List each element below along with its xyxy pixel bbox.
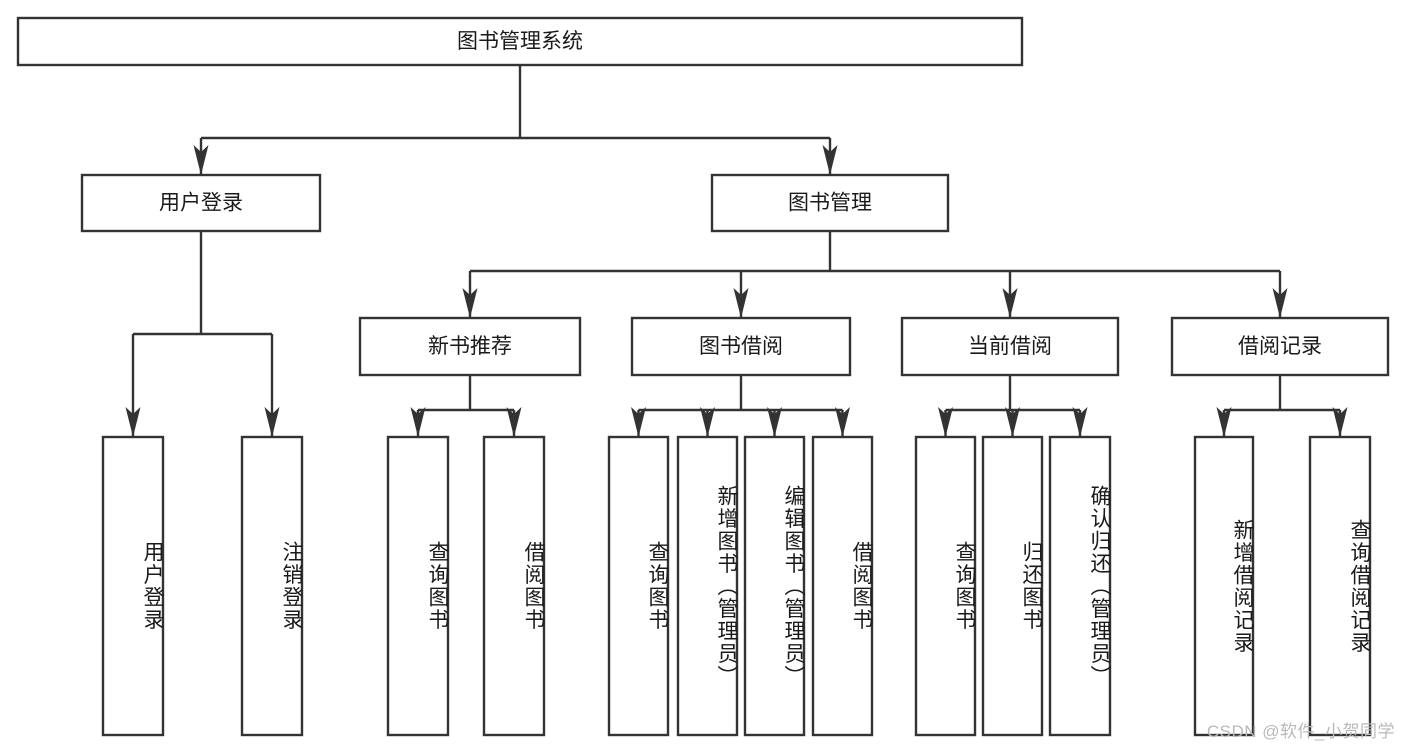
user-login-to-leaves-arrow-1 xyxy=(264,407,280,437)
book-management-to-level3-arrow-3 xyxy=(1272,288,1288,318)
borrow-record-to-leaves-arrow-0 xyxy=(1216,407,1232,437)
current-borrow-to-leaves-arrow-2 xyxy=(1072,407,1088,437)
node-box-book-management[interactable] xyxy=(710,173,950,233)
book-management-to-level3-arrow-1 xyxy=(733,288,749,318)
current-borrow-to-leaves-arrow-0 xyxy=(938,407,953,437)
book-borrow-to-leaves-arrow-3 xyxy=(835,407,850,437)
book-borrow-to-leaves-arrow-2 xyxy=(767,407,782,437)
node-box-leaf-query-book-1[interactable] xyxy=(386,435,450,737)
node-box-leaf-confirm-return[interactable] xyxy=(1048,435,1112,737)
root-to-level2-arrow-0 xyxy=(193,145,209,175)
node-box-leaf-add-book[interactable] xyxy=(676,435,739,737)
node-label-root: 图书管理系统 xyxy=(457,30,583,53)
book-management-to-level3-arrow-2 xyxy=(1002,288,1018,318)
current-borrow-to-leaves-arrow-1 xyxy=(1005,407,1020,437)
node-box-leaf-return-book[interactable] xyxy=(981,435,1044,737)
book-borrow-to-leaves-arrow-0 xyxy=(631,407,646,437)
node-box-leaf-user-logout[interactable] xyxy=(240,435,304,737)
node-label-user-login: 用户登录 xyxy=(159,192,243,215)
node-box-leaf-user-login[interactable] xyxy=(101,435,165,737)
node-box-leaf-query-book-2[interactable] xyxy=(607,435,670,737)
node-box-book-borrow[interactable] xyxy=(630,316,852,377)
node-box-new-book-recommend[interactable] xyxy=(358,316,582,377)
root-to-level2-arrow-1 xyxy=(822,145,838,175)
node-box-leaf-borrow-book-1[interactable] xyxy=(482,435,546,737)
node-box-borrow-record[interactable] xyxy=(1170,316,1390,377)
connector-layer xyxy=(125,65,1348,437)
node-box-leaf-edit-book[interactable] xyxy=(743,435,806,737)
node-label-borrow-record: 借阅记录 xyxy=(1238,335,1322,358)
book-management-to-level3-arrow-0 xyxy=(462,288,478,318)
node-label-book-management: 图书管理 xyxy=(788,192,872,215)
node-box-user-login[interactable] xyxy=(80,173,322,233)
node-box-leaf-add-record[interactable] xyxy=(1193,435,1255,737)
node-box-layer xyxy=(16,16,1390,737)
node-box-root[interactable] xyxy=(16,16,1024,67)
node-box-leaf-query-record[interactable] xyxy=(1308,435,1372,737)
node-label-new-book-recommend: 新书推荐 xyxy=(428,335,512,358)
borrow-record-to-leaves-arrow-1 xyxy=(1332,407,1348,437)
node-box-leaf-query-book-3[interactable] xyxy=(914,435,977,737)
user-login-to-leaves-arrow-0 xyxy=(125,407,141,437)
book-borrow-to-leaves-arrow-1 xyxy=(700,407,715,437)
watermark-text: CSDN @软件_小贺同学 xyxy=(1206,722,1395,741)
node-box-leaf-borrow-book-2[interactable] xyxy=(811,435,874,737)
node-box-current-borrow[interactable] xyxy=(900,316,1120,377)
node-label-book-borrow: 图书借阅 xyxy=(699,335,783,358)
new-book-recommend-to-leaves-arrow-1 xyxy=(506,407,522,437)
node-label-current-borrow: 当前借阅 xyxy=(968,335,1052,358)
new-book-recommend-to-leaves-arrow-0 xyxy=(410,407,426,437)
